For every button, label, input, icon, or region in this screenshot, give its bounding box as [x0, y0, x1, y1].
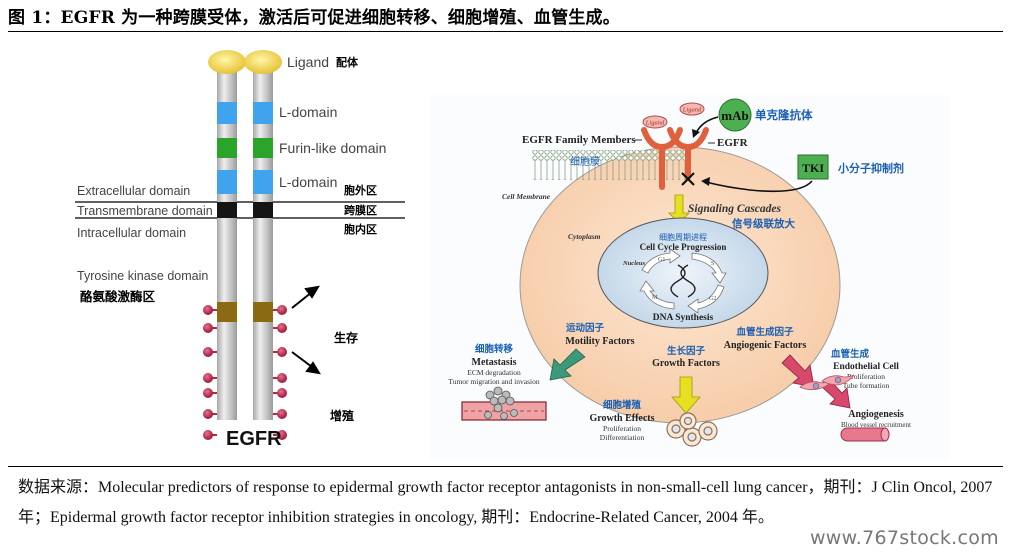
top-rule [8, 31, 1003, 32]
transmembrane-block [253, 202, 273, 218]
furin-block [253, 138, 273, 158]
intracellular-cn-label: 胞内区 [344, 222, 377, 236]
signaling-label: Signaling Cascades [688, 203, 782, 215]
motility-cn-label: 运动因子 [566, 323, 605, 334]
transmembrane-cn-label: 跨膜区 [344, 203, 377, 217]
blood-vessel-tumor-icon [461, 386, 547, 421]
transmembrane-label: Transmembrane domain [77, 204, 213, 218]
cell-cycle-cn-label: 细胞周期进程 [659, 232, 707, 242]
l-domain-block [217, 170, 237, 194]
tki-cn-label: 小分子抑制剂 [837, 161, 904, 175]
tk-block [253, 302, 273, 322]
phase-g2: G2 [709, 296, 716, 302]
mab-label: mAb [721, 108, 748, 123]
extracellular-cn-label: 胞外区 [344, 183, 377, 197]
l-domain-block [253, 102, 273, 124]
mab-cn-label: 单克隆抗体 [755, 108, 813, 122]
extracellular-label: Extracellular domain [77, 184, 190, 198]
ligand-ellipse [244, 50, 282, 74]
tki-arrow [705, 180, 813, 193]
nucleus [597, 217, 769, 329]
dna-helix-icon [670, 264, 696, 298]
survival-arrow [291, 285, 320, 309]
growth-effects-label: Growth Effects [589, 413, 654, 424]
egfr-receptor [667, 127, 709, 180]
proliferation-label: 增殖 [330, 408, 354, 423]
angiogenic-label: Angiogenic Factors [724, 340, 807, 351]
growth-effects-sub1: Proliferation [603, 424, 641, 433]
receptor-shaft-right [253, 72, 273, 420]
phase-g1: G1 [658, 257, 665, 263]
cell-cycle-arrows [639, 248, 727, 314]
tki-label: TKI [802, 161, 824, 175]
phosphotyrosine-sites [203, 305, 287, 440]
mab-circle [718, 98, 752, 132]
source-citation: 数据来源：Molecular predictors of response to… [18, 479, 993, 526]
l-domain-block [217, 102, 237, 124]
blood-vessel-icon [840, 427, 890, 442]
furin-label: Furin-like domain [279, 140, 386, 156]
ligand-label: Ligand [287, 54, 329, 70]
cell-membrane-label: Cell Membrane [502, 192, 551, 201]
family-members-label: EGFR Family Members [522, 134, 636, 146]
growth-effects-cn-label: 细胞增殖 [603, 399, 642, 411]
membrane-cn-label: 细胞膜 [570, 155, 600, 168]
cell-cycle-label: Cell Cycle Progression [640, 242, 727, 252]
egfr-signaling-diagram: Ligand Ligand mAb 单克隆抗体 EGFR Family Memb… [430, 95, 950, 460]
endothelial-label: Endothelial Cell [833, 362, 899, 372]
motility-arrow [549, 348, 586, 381]
dna-synthesis-label: DNA Synthesis [653, 313, 714, 323]
ligand-text-1: Ligand [645, 120, 665, 127]
proliferation-arrow [291, 351, 321, 375]
metastasis-sub2: Tumor migration and invasion [448, 377, 539, 386]
ligand-text-2: Ligand [682, 107, 702, 114]
nucleus-label: Nucleus [622, 260, 646, 267]
transmembrane-block [217, 202, 237, 218]
tk-domain-label: Tyrosine kinase domain [77, 269, 208, 283]
watermark: www.767stock.com [809, 527, 999, 549]
endothelial-sub1: Proliferation [847, 372, 885, 381]
growth-factors-cn-label: 生长因子 [667, 345, 706, 357]
furin-block [217, 138, 237, 158]
figure-title: 图 1：EGFR 为一种跨膜受体，激活后可促进细胞转移、细胞增殖、血管生成。 [8, 8, 620, 28]
tk-block [217, 302, 237, 322]
growth-arrow [671, 376, 701, 414]
bottom-rule [8, 466, 1003, 467]
egfr-right-label: EGFR [717, 137, 749, 149]
tki-box [797, 154, 829, 180]
ligand-cn-label: 配体 [336, 55, 359, 69]
proliferating-cells-icon [666, 412, 718, 447]
angiogenesis-label: Angiogenesis [848, 409, 904, 420]
ligand-ellipse [208, 50, 246, 74]
signaling-cn-label: 信号级联放大 [732, 217, 795, 230]
endothelial-cn-label: 血管生成 [831, 348, 870, 360]
growth-effects-sub2: Differentiation [600, 433, 645, 442]
motility-label: Motility Factors [565, 336, 634, 347]
l-domain-label-2: L-domain [279, 174, 337, 190]
phase-m: M [652, 295, 658, 301]
l-domain-block [253, 170, 273, 194]
egfr-structure-diagram: Ligand 配体 L-domain Furin-like domain L-d… [60, 40, 420, 460]
lipid-bilayer [532, 150, 690, 180]
blocked-kinase-mark [681, 172, 695, 186]
receptor-shaft-left [217, 72, 237, 420]
phase-s: S [711, 261, 714, 267]
intracellular-label: Intracellular domain [77, 226, 186, 240]
ligand-oval [679, 102, 705, 116]
survival-label: 生存 [334, 330, 358, 345]
egfr-label: EGFR [226, 428, 282, 450]
growth-factors-label: Growth Factors [652, 358, 720, 369]
ligand-oval [642, 115, 668, 129]
metastasis-sub1: ECM degradation [467, 368, 521, 377]
l-domain-label-1: L-domain [279, 104, 337, 120]
metastasis-cn-label: 细胞转移 [475, 343, 514, 355]
angiogenic-arrow [781, 354, 815, 388]
endothelial-sub2: Tube formation [843, 381, 890, 390]
angiogenesis-sub: Blood vessel recruitment [841, 421, 911, 429]
cytoplasm-label: Cytoplasm [568, 232, 601, 241]
metastasis-label: Metastasis [472, 357, 517, 368]
tk-domain-cn-label: 酪氨酸激酶区 [80, 289, 156, 304]
angiogenic-cn-label: 血管生成因子 [736, 326, 794, 338]
endothelial-cells-icon [799, 374, 855, 391]
